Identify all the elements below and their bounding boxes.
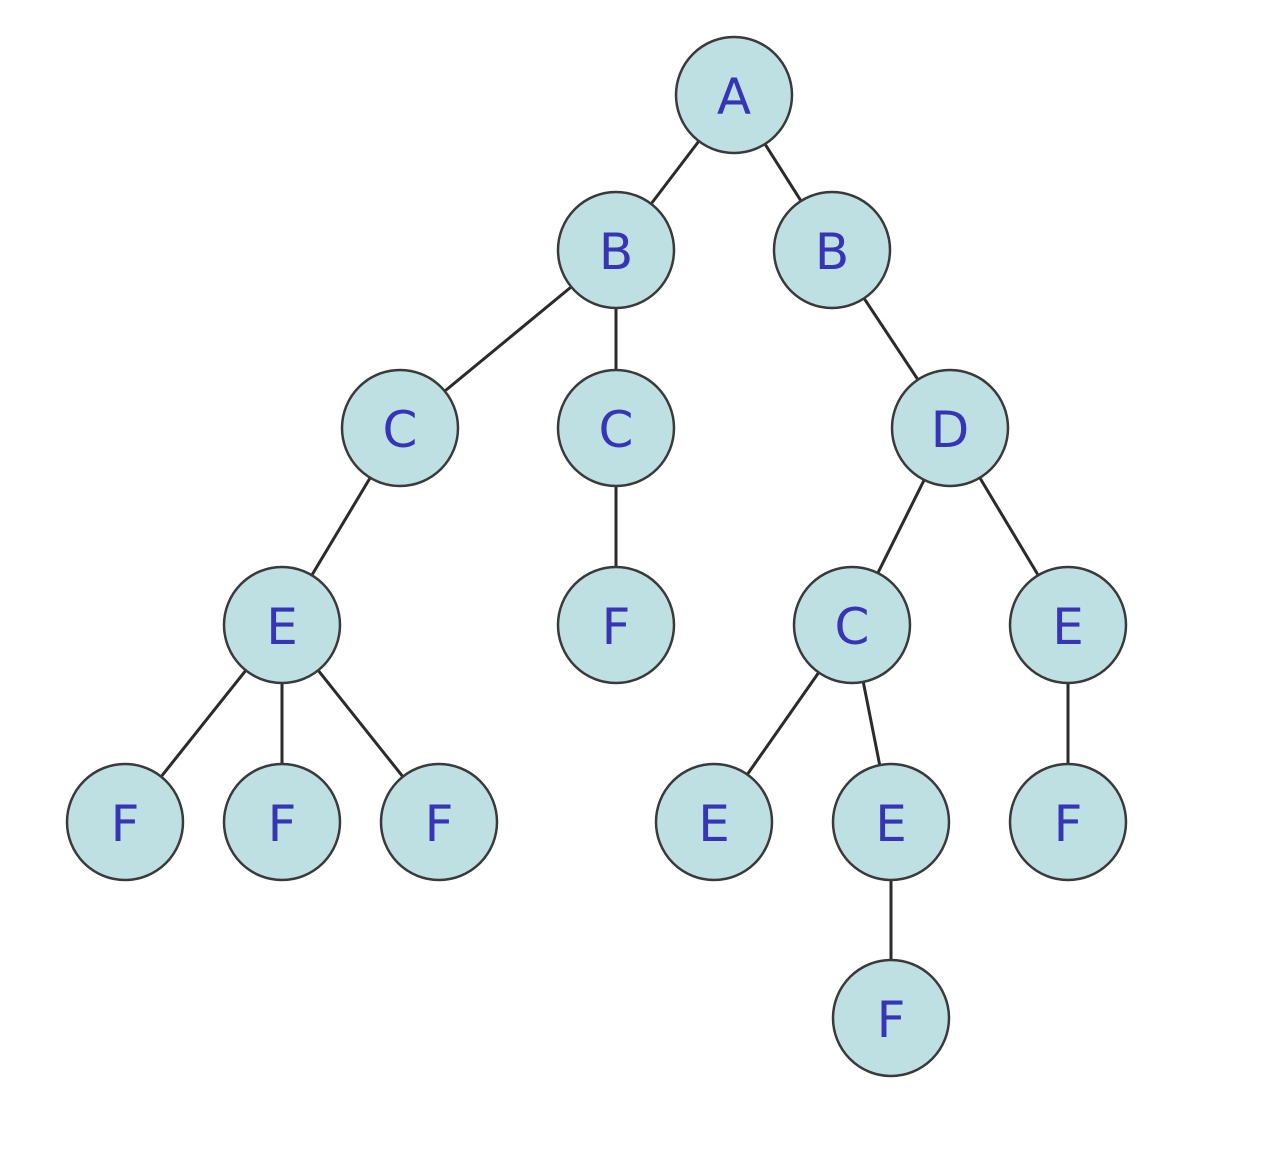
node-label: A	[717, 68, 751, 126]
node-label: F	[268, 795, 297, 853]
tree-node-n8: F	[556, 565, 676, 685]
edge-n2-n4	[443, 285, 573, 393]
tree-node-n7: E	[222, 565, 342, 685]
node-label: E	[1052, 598, 1084, 656]
node-circle	[379, 762, 499, 882]
node-label: C	[835, 598, 870, 656]
tree-node-n16: F	[1008, 762, 1128, 882]
node-circle	[831, 762, 951, 882]
node-label: D	[931, 401, 970, 459]
node-circle	[654, 762, 774, 882]
node-circle	[556, 368, 676, 488]
tree-node-n10: E	[1008, 565, 1128, 685]
node-label: F	[111, 795, 140, 853]
tree-node-n3: B	[772, 190, 892, 310]
edge-n6-n10	[978, 476, 1040, 577]
tree-node-n6: D	[890, 368, 1010, 488]
node-label: C	[599, 401, 634, 459]
edge-n4-n7	[310, 476, 372, 577]
edge-n7-n11	[159, 668, 248, 779]
edge-n6-n9	[876, 478, 926, 575]
edge-n9-n14	[745, 671, 821, 776]
edge-n1-n3	[763, 142, 803, 203]
node-label: E	[875, 795, 907, 853]
node-label: E	[266, 598, 298, 656]
node-circle	[1008, 565, 1128, 685]
edges-layer	[159, 139, 1070, 962]
tree-node-n12: F	[222, 762, 342, 882]
node-circle	[222, 762, 342, 882]
node-label: E	[698, 795, 730, 853]
node-circle	[556, 565, 676, 685]
node-circle	[65, 762, 185, 882]
tree-node-n13: F	[379, 762, 499, 882]
tree-node-n11: F	[65, 762, 185, 882]
node-circle	[556, 190, 676, 310]
node-circle	[792, 565, 912, 685]
nodes-layer: A B B C C D E F C E F F F E E F F	[65, 35, 1128, 1078]
node-circle	[772, 190, 892, 310]
node-circle	[831, 958, 951, 1078]
tree-node-n2: B	[556, 190, 676, 310]
tree-node-n1: A	[674, 35, 794, 155]
node-label: B	[815, 223, 849, 281]
tree-node-n4: C	[340, 368, 460, 488]
node-label: F	[1054, 795, 1083, 853]
edge-n3-n6	[862, 296, 920, 382]
edge-n9-n15	[861, 680, 882, 767]
node-label: F	[602, 598, 631, 656]
tree-node-n15: E	[831, 762, 951, 882]
edge-n1-n2	[649, 139, 701, 206]
node-circle	[890, 368, 1010, 488]
edge-n7-n13	[316, 668, 405, 779]
tree-node-n9: C	[792, 565, 912, 685]
node-circle	[340, 368, 460, 488]
node-label: F	[877, 991, 906, 1049]
node-circle	[222, 565, 342, 685]
node-label: F	[425, 795, 454, 853]
tree-node-n5: C	[556, 368, 676, 488]
node-circle	[674, 35, 794, 155]
node-circle	[1008, 762, 1128, 882]
node-label: C	[383, 401, 418, 459]
tree-node-n17: F	[831, 958, 951, 1078]
node-label: B	[599, 223, 633, 281]
tree-node-n14: E	[654, 762, 774, 882]
